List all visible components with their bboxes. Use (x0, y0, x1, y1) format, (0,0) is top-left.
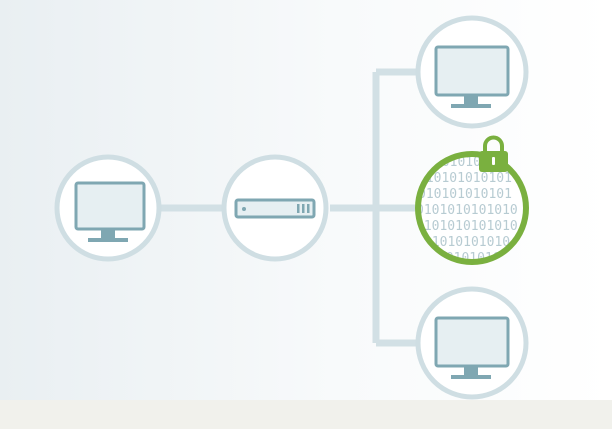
center-router-node (221, 154, 329, 262)
top-right-computer-node (415, 15, 529, 129)
binary-line: 0101010101010 (416, 203, 518, 218)
bottom-right-computer-node (415, 286, 529, 400)
encrypted-node: 1010101 010101010101 010101010101 010101… (415, 135, 529, 266)
monitor-icon (74, 181, 146, 242)
left-computer-node (54, 154, 162, 262)
binary-line: 01010101010 (424, 235, 510, 250)
binary-stream: 1010101 010101010101 010101010101 010101… (416, 156, 518, 266)
encrypted-node-fill (418, 154, 526, 262)
footer-strip (0, 400, 612, 429)
lock-icon (479, 135, 508, 172)
router-icon (234, 198, 316, 219)
monitor-icon (434, 316, 510, 379)
monitor-icon (434, 45, 510, 108)
secure-ring (415, 151, 529, 265)
binary-line: 0101010101010 (416, 219, 518, 234)
binary-line: 101010101 (438, 251, 508, 266)
binary-line: 010101010101 (418, 187, 512, 202)
connectors (156, 68, 420, 347)
binary-line: 010101010101 (418, 171, 512, 186)
